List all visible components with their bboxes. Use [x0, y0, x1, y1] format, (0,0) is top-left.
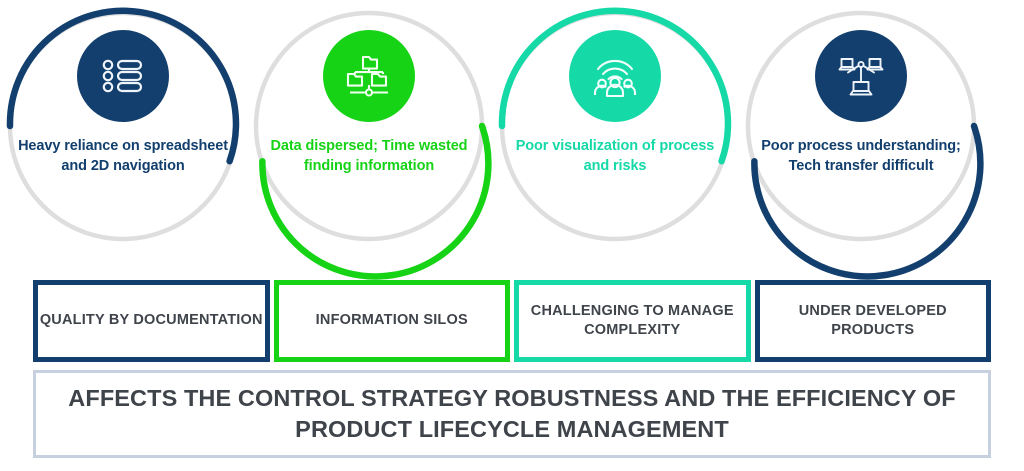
summary-banner-text: AFFECTS THE CONTROL STRATEGY ROBUSTNESS … — [68, 385, 956, 442]
icon-badge-people-signal — [569, 30, 661, 122]
summary-banner: AFFECTS THE CONTROL STRATEGY ROBUSTNESS … — [33, 370, 991, 458]
circle-card-heavy-reliance: Heavy reliance on spreadsheet and 2D nav… — [0, 0, 246, 260]
category-boxes-row: QUALITY BY DOCUMENTATION INFORMATION SIL… — [33, 280, 991, 362]
ring-heavy-reliance — [6, 7, 240, 242]
circle-label-heavy-reliance: Heavy reliance on spreadsheet and 2D nav… — [18, 138, 228, 174]
icon-badge-bullet-list — [77, 30, 169, 122]
icon-badge-laptop-network — [815, 30, 907, 122]
people-signal-icon — [593, 59, 637, 98]
bullet-list-icon — [102, 59, 143, 93]
circle-card-poor-process-understanding: Poor process understanding; Tech transfe… — [738, 0, 984, 280]
category-box-quality-by-documentation[interactable]: QUALITY BY DOCUMENTATION — [33, 280, 270, 362]
folder-tree-icon — [346, 55, 388, 97]
ring-poor-visualization — [498, 7, 732, 242]
category-box-information-silos[interactable]: INFORMATION SILOS — [273, 280, 510, 362]
ring-data-dispersed — [253, 10, 492, 280]
circle-card-poor-visualization: Poor visualization of process and risks — [492, 0, 738, 260]
category-box-under-developed-products[interactable]: UNDER DEVELOPED PRODUCTS — [754, 280, 991, 362]
category-box-label: CHALLENGING TO MANAGE COMPLEXITY — [530, 302, 734, 338]
category-box-challenging-to-manage-complexity[interactable]: CHALLENGING TO MANAGE COMPLEXITY — [514, 280, 751, 362]
laptop-network-icon — [838, 58, 884, 96]
circle-label-poor-visualization: Poor visualization of process and risks — [515, 138, 715, 174]
ring-poor-process-understanding — [745, 10, 984, 280]
category-box-label: UNDER DEVELOPED PRODUCTS — [798, 302, 947, 338]
circles-row: Heavy reliance on spreadsheet and 2D nav… — [0, 0, 984, 280]
circle-label-poor-process-understanding: Poor process understanding; Tech transfe… — [761, 138, 961, 174]
category-box-label: QUALITY BY DOCUMENTATION — [39, 312, 263, 329]
category-box-label: INFORMATION SILOS — [315, 312, 468, 329]
circle-label-data-dispersed: Data dispersed; Time wasted finding info… — [270, 138, 468, 174]
icon-badge-folder-tree — [323, 30, 415, 122]
circle-card-data-dispersed: Data dispersed; Time wasted finding info… — [246, 0, 492, 280]
